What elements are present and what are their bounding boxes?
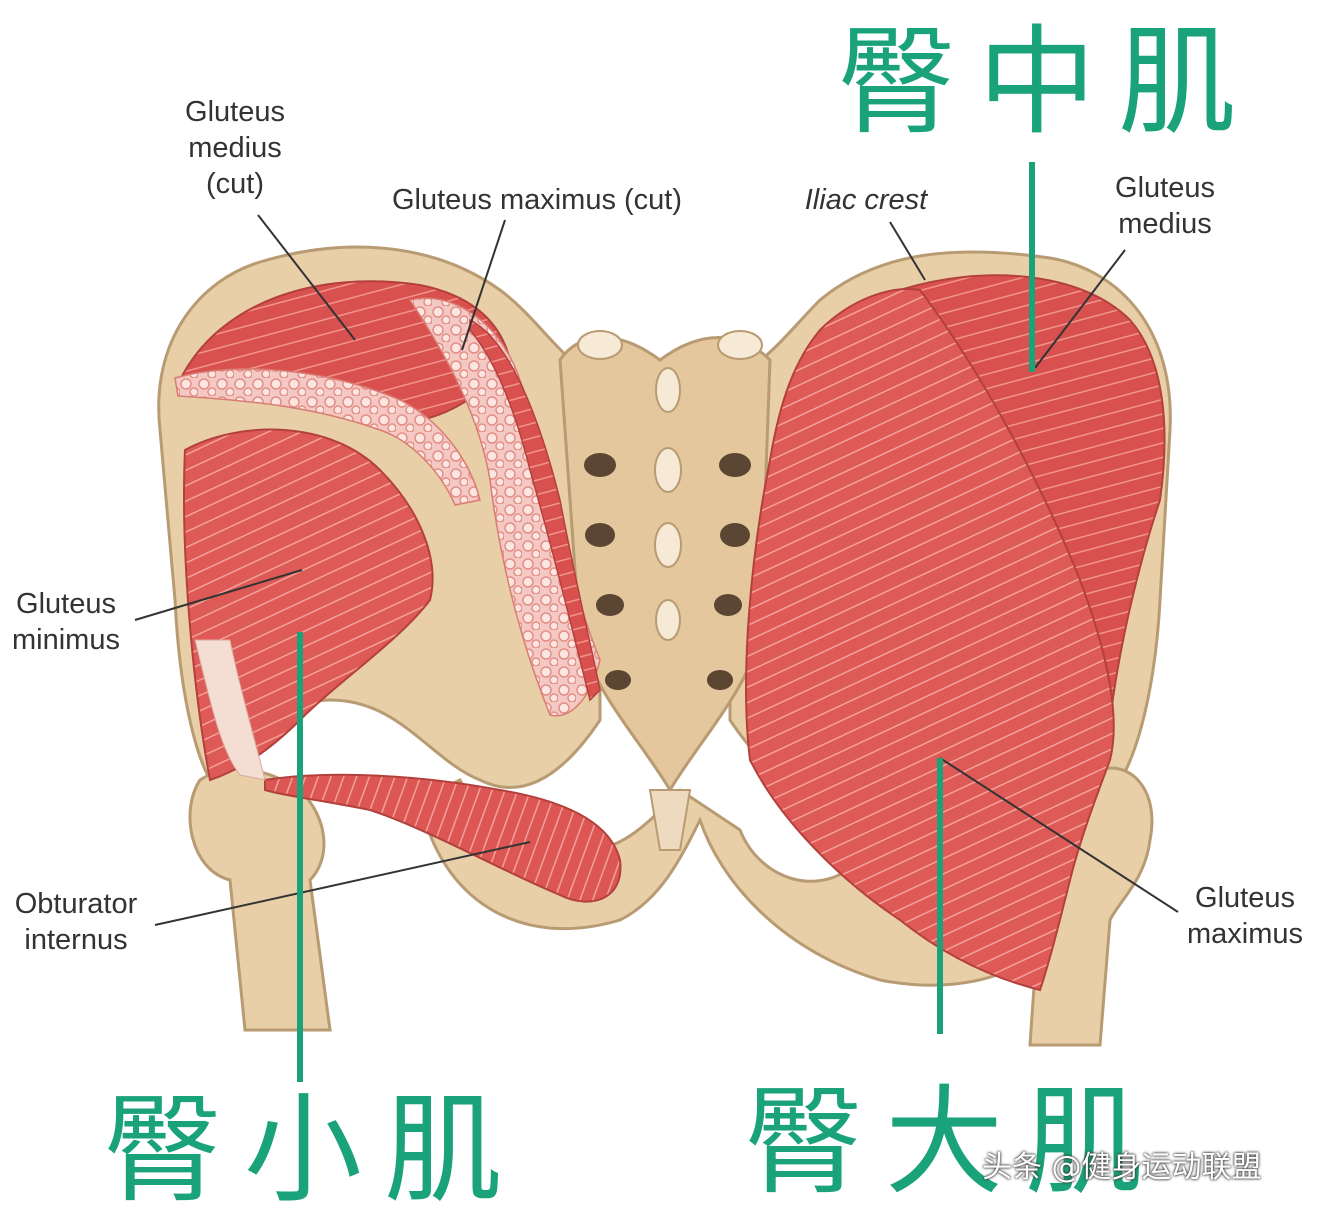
gluteus-minimus-muscle [183, 428, 434, 782]
label-iliac-crest: Iliac crest [804, 184, 928, 216]
sacral-foramina [584, 453, 751, 690]
green-connectors [297, 162, 1035, 1082]
watermark: 头条 @健身运动联盟 [982, 1150, 1262, 1185]
gluteus-maximus-cut-surface [408, 297, 601, 717]
label-gluteus-maximus-cut: Gluteus maximus (cut) [391, 184, 683, 216]
cn-label-gluteus-maximus: 臀大肌 [745, 1073, 1166, 1211]
gluteus-maximus-muscle [745, 288, 1115, 992]
sacral-crest [577, 330, 763, 641]
gluteus-medius-cut-surface [174, 368, 481, 506]
obturator-internus-muscle [264, 773, 622, 903]
label-gluteus-maximus: Gluteus maximus [1186, 882, 1303, 950]
cn-label-gluteus-medius: 臀中肌 [838, 13, 1259, 151]
label-gluteus-medius-cut: Gluteus medius (cut) [185, 96, 285, 200]
label-gluteus-medius: Gluteus medius [1115, 172, 1215, 240]
leader-lines [134, 214, 1179, 926]
coccyx [648, 789, 692, 851]
label-obturator-internus: Obturator internus [14, 888, 138, 956]
cn-label-gluteus-minimus: 臀小肌 [104, 1081, 525, 1219]
label-gluteus-minimus: Gluteus minimus [12, 588, 120, 656]
tendon [194, 639, 266, 781]
gluteus-maximus-cut-muscle [469, 318, 601, 702]
